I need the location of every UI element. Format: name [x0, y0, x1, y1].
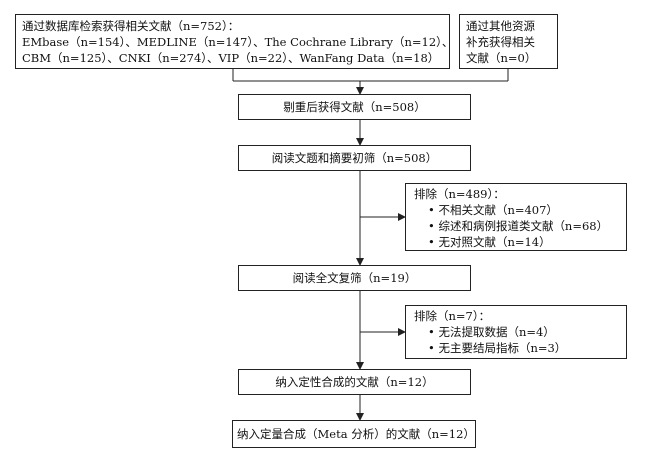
exclusion-1-item-3: • 无对照文献（n=14） [428, 235, 551, 249]
exclusion-1-item-2: • 综述和病例报道类文献（n=68） [428, 219, 609, 233]
database-search-box: 通过数据库检索获得相关文献（n=752）： EMbase（n=154）、MEDL… [15, 14, 454, 69]
dedup-box: 剔重后获得文献（n=508） [238, 94, 471, 120]
screening-text: 阅读文题和摘要初筛（n=508） [271, 151, 438, 165]
exclusion-2-item-1: • 无法提取数据（n=4） [428, 325, 555, 339]
qualitative-text: 纳入定性合成的文献（n=12） [275, 375, 434, 389]
other-sources-box: 通过其他资源 补充获得相关 文献（n=0） [459, 14, 558, 69]
exclusion-box-2: 排除（n=7）： • 无法提取数据（n=4） • 无主要结局指标（n=3） [405, 305, 627, 359]
quantitative-box: 纳入定量合成（Meta 分析）的文献（n=12） [232, 420, 476, 448]
other-sources-line-2: 补充获得相关 [466, 35, 535, 49]
fulltext-text: 阅读全文复筛（n=19） [292, 271, 417, 285]
exclusion-box-1: 排除（n=489）： • 不相关文献（n=407） • 综述和病例报道类文献（n… [405, 183, 627, 251]
exclusion-1-item-1: • 不相关文献（n=407） [428, 203, 558, 217]
fulltext-box: 阅读全文复筛（n=19） [238, 265, 471, 291]
db-search-line-2: EMbase（n=154）、MEDLINE（n=147）、The Cochran… [22, 35, 454, 49]
exclusion-2-title: 排除（n=7）： [414, 309, 491, 323]
quantitative-text: 纳入定量合成（Meta 分析）的文献（n=12） [237, 427, 475, 441]
other-sources-line-1: 通过其他资源 [466, 19, 535, 33]
exclusion-1-title: 排除（n=489）： [414, 187, 505, 201]
qualitative-box: 纳入定性合成的文献（n=12） [238, 369, 471, 395]
exclusion-2-item-2: • 无主要结局指标（n=3） [428, 341, 567, 355]
other-sources-line-3: 文献（n=0） [466, 51, 537, 65]
db-search-line-3: CBM（n=125）、CNKI（n=274）、VIP（n=22）、WanFang… [22, 51, 440, 65]
dedup-text: 剔重后获得文献（n=508） [283, 100, 426, 114]
screening-box: 阅读文题和摘要初筛（n=508） [238, 145, 471, 171]
db-search-line-1: 通过数据库检索获得相关文献（n=752）： [22, 19, 240, 33]
